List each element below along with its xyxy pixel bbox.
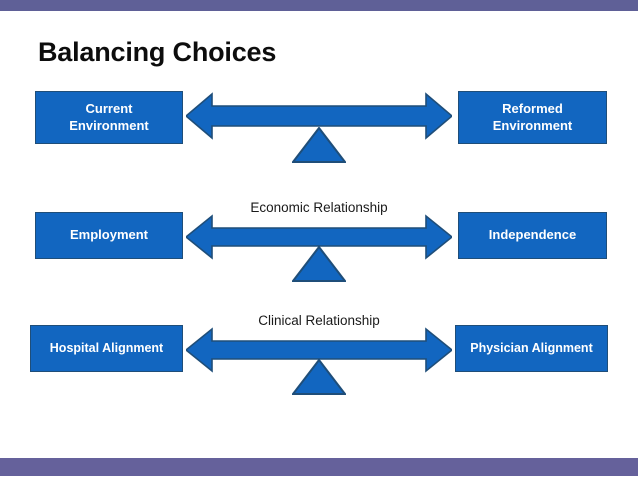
fulcrum-triangle-2 [290, 245, 348, 282]
box-label: Reformed Environment [492, 101, 573, 133]
fulcrum-triangle-3 [290, 358, 348, 395]
triangle-icon [290, 126, 348, 163]
label-clinical-relationship: Clinical Relationship [258, 313, 380, 328]
box-current-environment[interactable]: Current Environment [35, 91, 183, 144]
box-label: Independence [488, 227, 577, 243]
box-reformed-environment[interactable]: Reformed Environment [458, 91, 607, 144]
top-accent-bar [0, 0, 638, 11]
box-label: Current Environment [69, 101, 149, 133]
box-independence[interactable]: Independence [458, 212, 607, 259]
page-title: Balancing Choices [38, 37, 277, 67]
triangle-icon [290, 245, 348, 282]
bottom-accent-bar [0, 458, 638, 476]
box-label: Hospital Alignment [49, 340, 164, 355]
label-economic-relationship: Economic Relationship [250, 200, 388, 215]
box-label: Employment [69, 227, 148, 243]
box-hospital-alignment[interactable]: Hospital Alignment [30, 325, 183, 372]
box-physician-alignment[interactable]: Physician Alignment [455, 325, 608, 372]
fulcrum-triangle-1 [290, 126, 348, 163]
box-employment[interactable]: Employment [35, 212, 183, 259]
triangle-icon [290, 358, 348, 395]
box-label: Physician Alignment [470, 340, 593, 355]
